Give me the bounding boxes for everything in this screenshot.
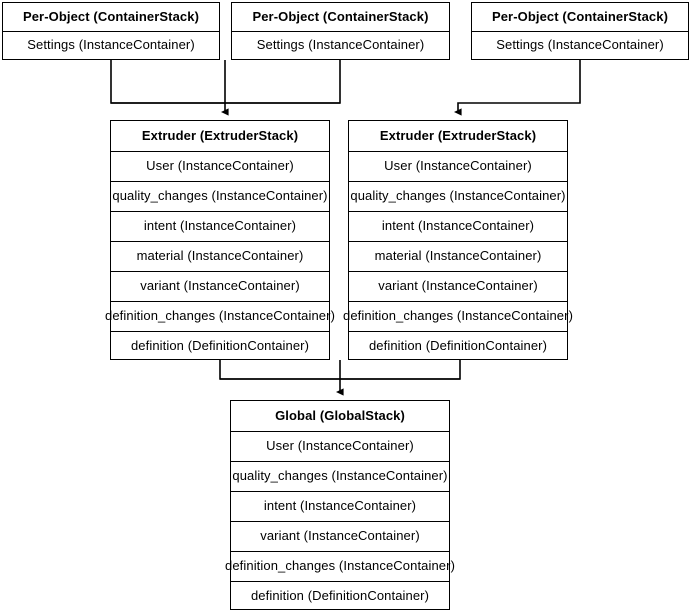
node-per-object-2[interactable]: Per-Object (ContainerStack) Settings (In… [231,2,450,60]
node-extruder-1[interactable]: Extruder (ExtruderStack) User (InstanceC… [105,120,335,361]
node-row[interactable]: variant (InstanceContainer) [111,271,329,301]
node-row[interactable]: User (InstanceContainer) [231,431,449,461]
node-row[interactable]: definition_changes (InstanceContainer) [343,301,573,331]
node-header: Extruder (ExtruderStack) [379,127,537,143]
node-row[interactable]: definition (DefinitionContainer) [349,331,567,361]
node-per-object-1[interactable]: Per-Object (ContainerStack) Settings (In… [2,2,220,60]
node-global[interactable]: Global (GlobalStack) User (InstanceConta… [225,400,455,611]
node-row[interactable]: Settings (InstanceContainer) [232,31,449,59]
node-row[interactable]: variant (InstanceContainer) [231,521,449,551]
node-extruder-2[interactable]: Extruder (ExtruderStack) User (InstanceC… [343,120,573,361]
node-row[interactable]: definition_changes (InstanceContainer) [225,551,455,581]
node-header: Extruder (ExtruderStack) [141,127,299,143]
node-row[interactable]: definition_changes (InstanceContainer) [105,301,335,331]
node-row[interactable]: intent (InstanceContainer) [231,491,449,521]
node-row[interactable]: intent (InstanceContainer) [111,211,329,241]
node-row[interactable]: material (InstanceContainer) [349,241,567,271]
node-header: Per-Object (ContainerStack) [22,8,200,24]
node-header: Per-Object (ContainerStack) [252,8,429,24]
connector-per-object-1-to-extruder-1 [110,60,340,104]
node-row[interactable]: definition (DefinitionContainer) [231,581,449,611]
node-row[interactable]: quality_changes (InstanceContainer) [111,181,329,211]
node-header: Global (GlobalStack) [275,407,405,423]
node-row[interactable]: User (InstanceContainer) [349,151,567,181]
node-row[interactable]: User (InstanceContainer) [111,151,329,181]
node-header: Per-Object (ContainerStack) [491,8,669,24]
node-row[interactable]: quality_changes (InstanceContainer) [231,461,449,491]
node-row[interactable]: material (InstanceContainer) [111,241,329,271]
connector-per-object-3-to-extruder-2 [453,60,581,116]
connector-per-object-2-to-extruder-1 [111,60,341,104]
node-row[interactable]: quality_changes (InstanceContainer) [349,181,567,211]
node-row[interactable]: Settings (InstanceContainer) [472,31,688,59]
node-per-object-3[interactable]: Per-Object (ContainerStack) Settings (In… [471,2,689,60]
connector-extruder-1-to-global [219,360,460,380]
connector-extruder-2-to-global [220,360,461,380]
node-row[interactable]: definition (DefinitionContainer) [111,331,329,361]
node-row[interactable]: Settings (InstanceContainer) [3,31,219,59]
node-row[interactable]: variant (InstanceContainer) [349,271,567,301]
node-row[interactable]: intent (InstanceContainer) [349,211,567,241]
